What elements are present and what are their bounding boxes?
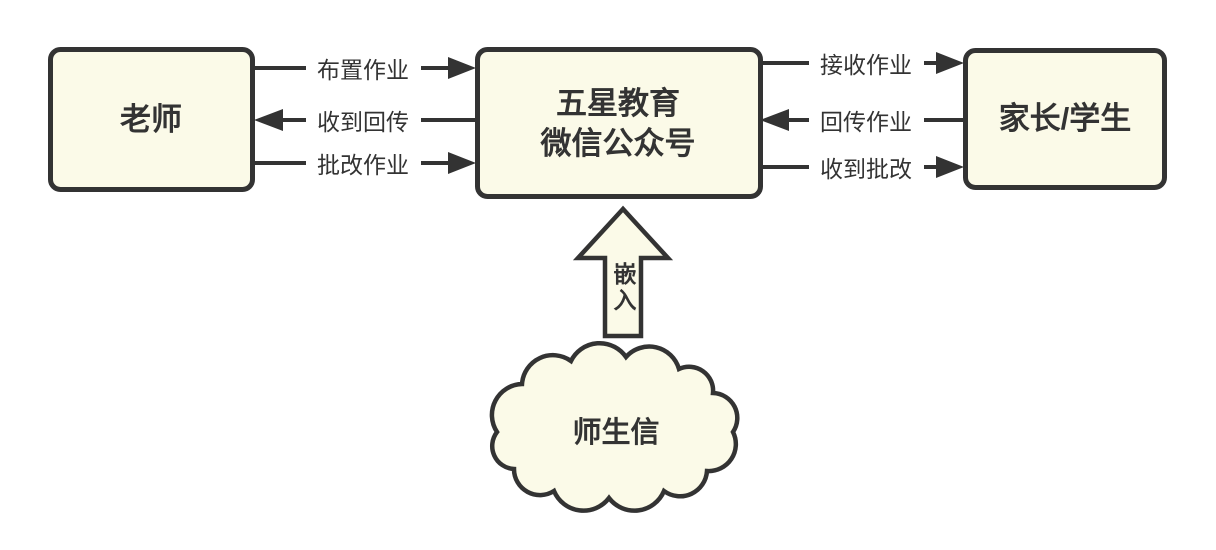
edge-label-receive-homework: 接收作业 <box>820 52 912 78</box>
platform-node-label-line1: 五星教育 <box>556 86 680 121</box>
edge-label-assign-homework: 布置作业 <box>317 57 409 83</box>
teacher-box <box>48 47 255 192</box>
teacher-node-label: 老师 <box>120 102 182 137</box>
edge-receive-arrow-icon <box>936 52 964 74</box>
edge-got-grading-arrow-icon <box>936 156 964 178</box>
parents-node-label: 家长/学生 <box>998 101 1132 136</box>
edge-label-grade-homework: 批改作业 <box>317 152 409 178</box>
edge-received-return-arrow-icon <box>254 109 283 131</box>
edge-return-arrow-icon <box>760 109 789 131</box>
edge-label-return-homework: 回传作业 <box>820 109 912 135</box>
platform-node-label: 五星教育 微信公众号 <box>541 84 696 164</box>
edge-label-received-grading: 收到批改 <box>820 156 912 182</box>
edge-label-received-return: 收到回传 <box>317 109 409 135</box>
parents-box <box>963 48 1167 190</box>
edge-grade-arrow-icon <box>448 152 476 174</box>
embed-up-arrow-icon <box>572 205 674 339</box>
platform-node-label-line2: 微信公众号 <box>540 126 696 161</box>
edge-assign-arrow-icon <box>448 57 476 79</box>
cloud-shape <box>489 340 740 513</box>
platform-box <box>475 47 763 199</box>
embed-arrow-label: 嵌入 <box>610 262 636 314</box>
cloud-label: 师生信 <box>572 417 660 449</box>
